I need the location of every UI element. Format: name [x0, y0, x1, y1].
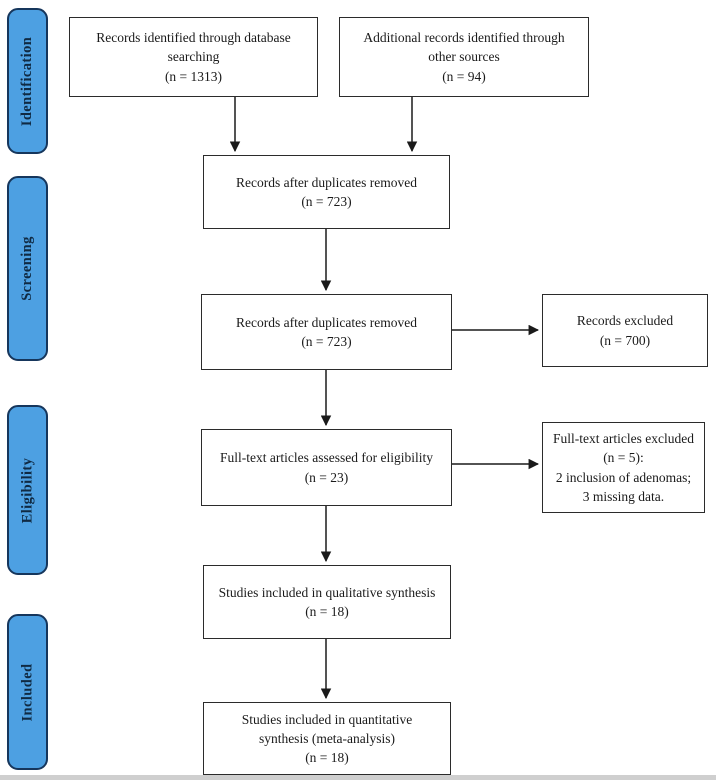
- box-qualitative-synthesis-text: Studies included in qualitative synthesi…: [218, 584, 436, 619]
- box-additional-records-other-sources-text: Additional records identified through ot…: [363, 30, 565, 84]
- stage-included-label: Included: [19, 663, 35, 721]
- box-records-excluded: Records excluded (n = 700): [542, 294, 708, 367]
- box-records-after-duplicates-1: Records after duplicates removed (n = 72…: [203, 155, 450, 229]
- stage-identification: Identification: [7, 8, 48, 154]
- stage-eligibility: Eligibility: [7, 405, 48, 575]
- stage-screening-label: Screening: [19, 236, 35, 301]
- stage-included: Included: [7, 614, 48, 770]
- box-records-identified-database: Records identified through database sear…: [69, 17, 318, 97]
- stage-screening: Screening: [7, 176, 48, 361]
- box-records-excluded-text: Records excluded (n = 700): [576, 313, 674, 348]
- box-qualitative-synthesis: Studies included in qualitative synthesi…: [203, 565, 451, 639]
- box-quantitative-synthesis: Studies included in quantitative synthes…: [203, 702, 451, 775]
- box-additional-records-other-sources: Additional records identified through ot…: [339, 17, 589, 97]
- box-records-after-duplicates-1-text: Records after duplicates removed (n = 72…: [235, 174, 418, 209]
- box-records-after-duplicates-2: Records after duplicates removed (n = 72…: [201, 294, 452, 370]
- box-fulltext-assessed-text: Full-text articles assessed for eligibil…: [220, 450, 433, 485]
- box-records-after-duplicates-2-text: Records after duplicates removed (n = 72…: [235, 314, 418, 349]
- scan-edge-strip: [0, 775, 716, 780]
- box-fulltext-assessed: Full-text articles assessed for eligibil…: [201, 429, 452, 506]
- stage-identification-label: Identification: [19, 36, 36, 126]
- box-fulltext-excluded: Full-text articles excluded (n = 5): 2 i…: [542, 422, 705, 513]
- box-fulltext-excluded-text: Full-text articles excluded (n = 5): 2 i…: [553, 431, 694, 504]
- box-quantitative-synthesis-text: Studies included in quantitative synthes…: [241, 711, 413, 766]
- stage-eligibility-label: Eligibility: [19, 457, 36, 523]
- box-records-identified-database-text: Records identified through database sear…: [96, 30, 291, 84]
